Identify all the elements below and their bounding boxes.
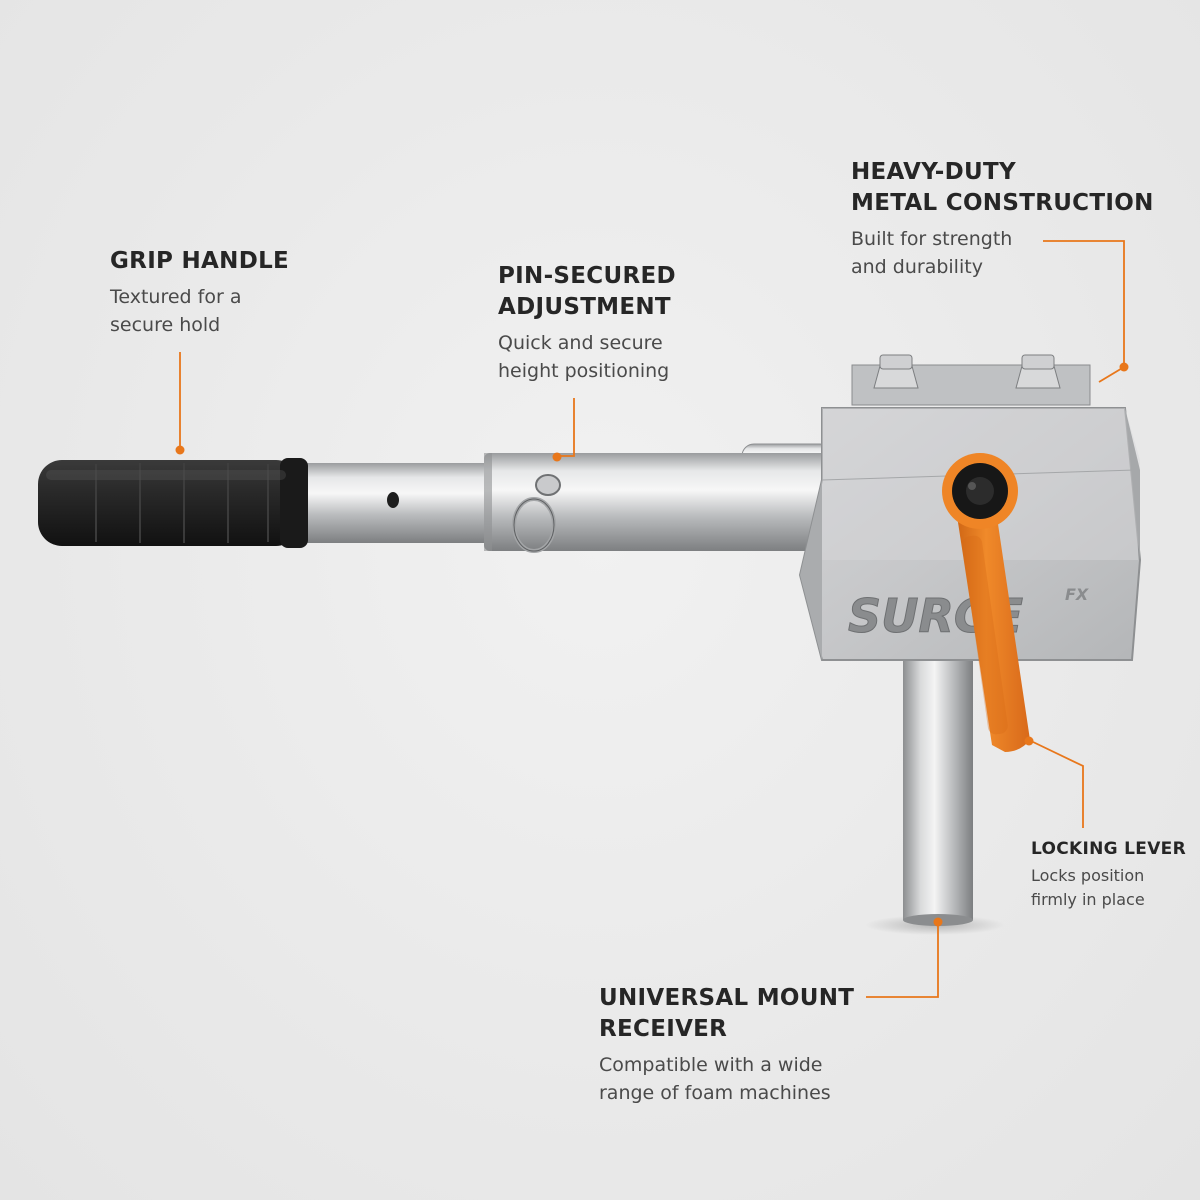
callout-description: Compatible with a wide range of foam mac… bbox=[599, 1054, 831, 1104]
callout-description: Locks position firmly in place bbox=[1031, 866, 1145, 909]
inner-tube bbox=[300, 463, 500, 543]
outer-sleeve bbox=[484, 453, 834, 551]
pin-knob bbox=[535, 474, 561, 496]
grip-handle bbox=[38, 458, 308, 548]
callout-title: UNIVERSAL MOUNT RECEIVER bbox=[599, 985, 855, 1042]
callout-title: GRIP HANDLE bbox=[110, 248, 290, 274]
callout-title: PIN-SECURED ADJUSTMENT bbox=[498, 263, 676, 320]
callout-mount-receiver: UNIVERSAL MOUNT RECEIVER Compatible with… bbox=[599, 983, 899, 1107]
leader-pin bbox=[560, 398, 575, 457]
callout-description: Textured for a secure hold bbox=[110, 286, 242, 336]
callout-pin-adjustment: PIN-SECURED ADJUSTMENT Quick and secure … bbox=[498, 261, 758, 385]
receiver-tube bbox=[903, 655, 973, 920]
top-bolts bbox=[851, 354, 1091, 406]
callout-metal-construction: HEAVY-DUTY METAL CONSTRUCTION Built for … bbox=[851, 157, 1171, 281]
callout-grip-handle: GRIP HANDLE Textured for a secure hold bbox=[110, 246, 370, 339]
brand-logo-suffix: FX bbox=[1065, 585, 1089, 604]
callout-description: Quick and secure height positioning bbox=[498, 332, 670, 382]
callout-description: Built for strength and durability bbox=[851, 228, 1013, 278]
callout-locking-lever: LOCKING LEVER Locks position firmly in p… bbox=[1031, 838, 1196, 912]
leader-metal bbox=[1043, 240, 1125, 383]
leader-dots bbox=[175, 362, 1129, 927]
callout-title: HEAVY-DUTY METAL CONSTRUCTION bbox=[851, 159, 1154, 216]
leader-mount bbox=[866, 922, 939, 998]
leader-lines bbox=[179, 240, 1125, 998]
callout-title: LOCKING LEVER bbox=[1031, 839, 1186, 859]
leader-lever bbox=[1030, 740, 1084, 828]
locking-lever bbox=[942, 453, 1030, 752]
adjustment-hole bbox=[387, 492, 399, 508]
